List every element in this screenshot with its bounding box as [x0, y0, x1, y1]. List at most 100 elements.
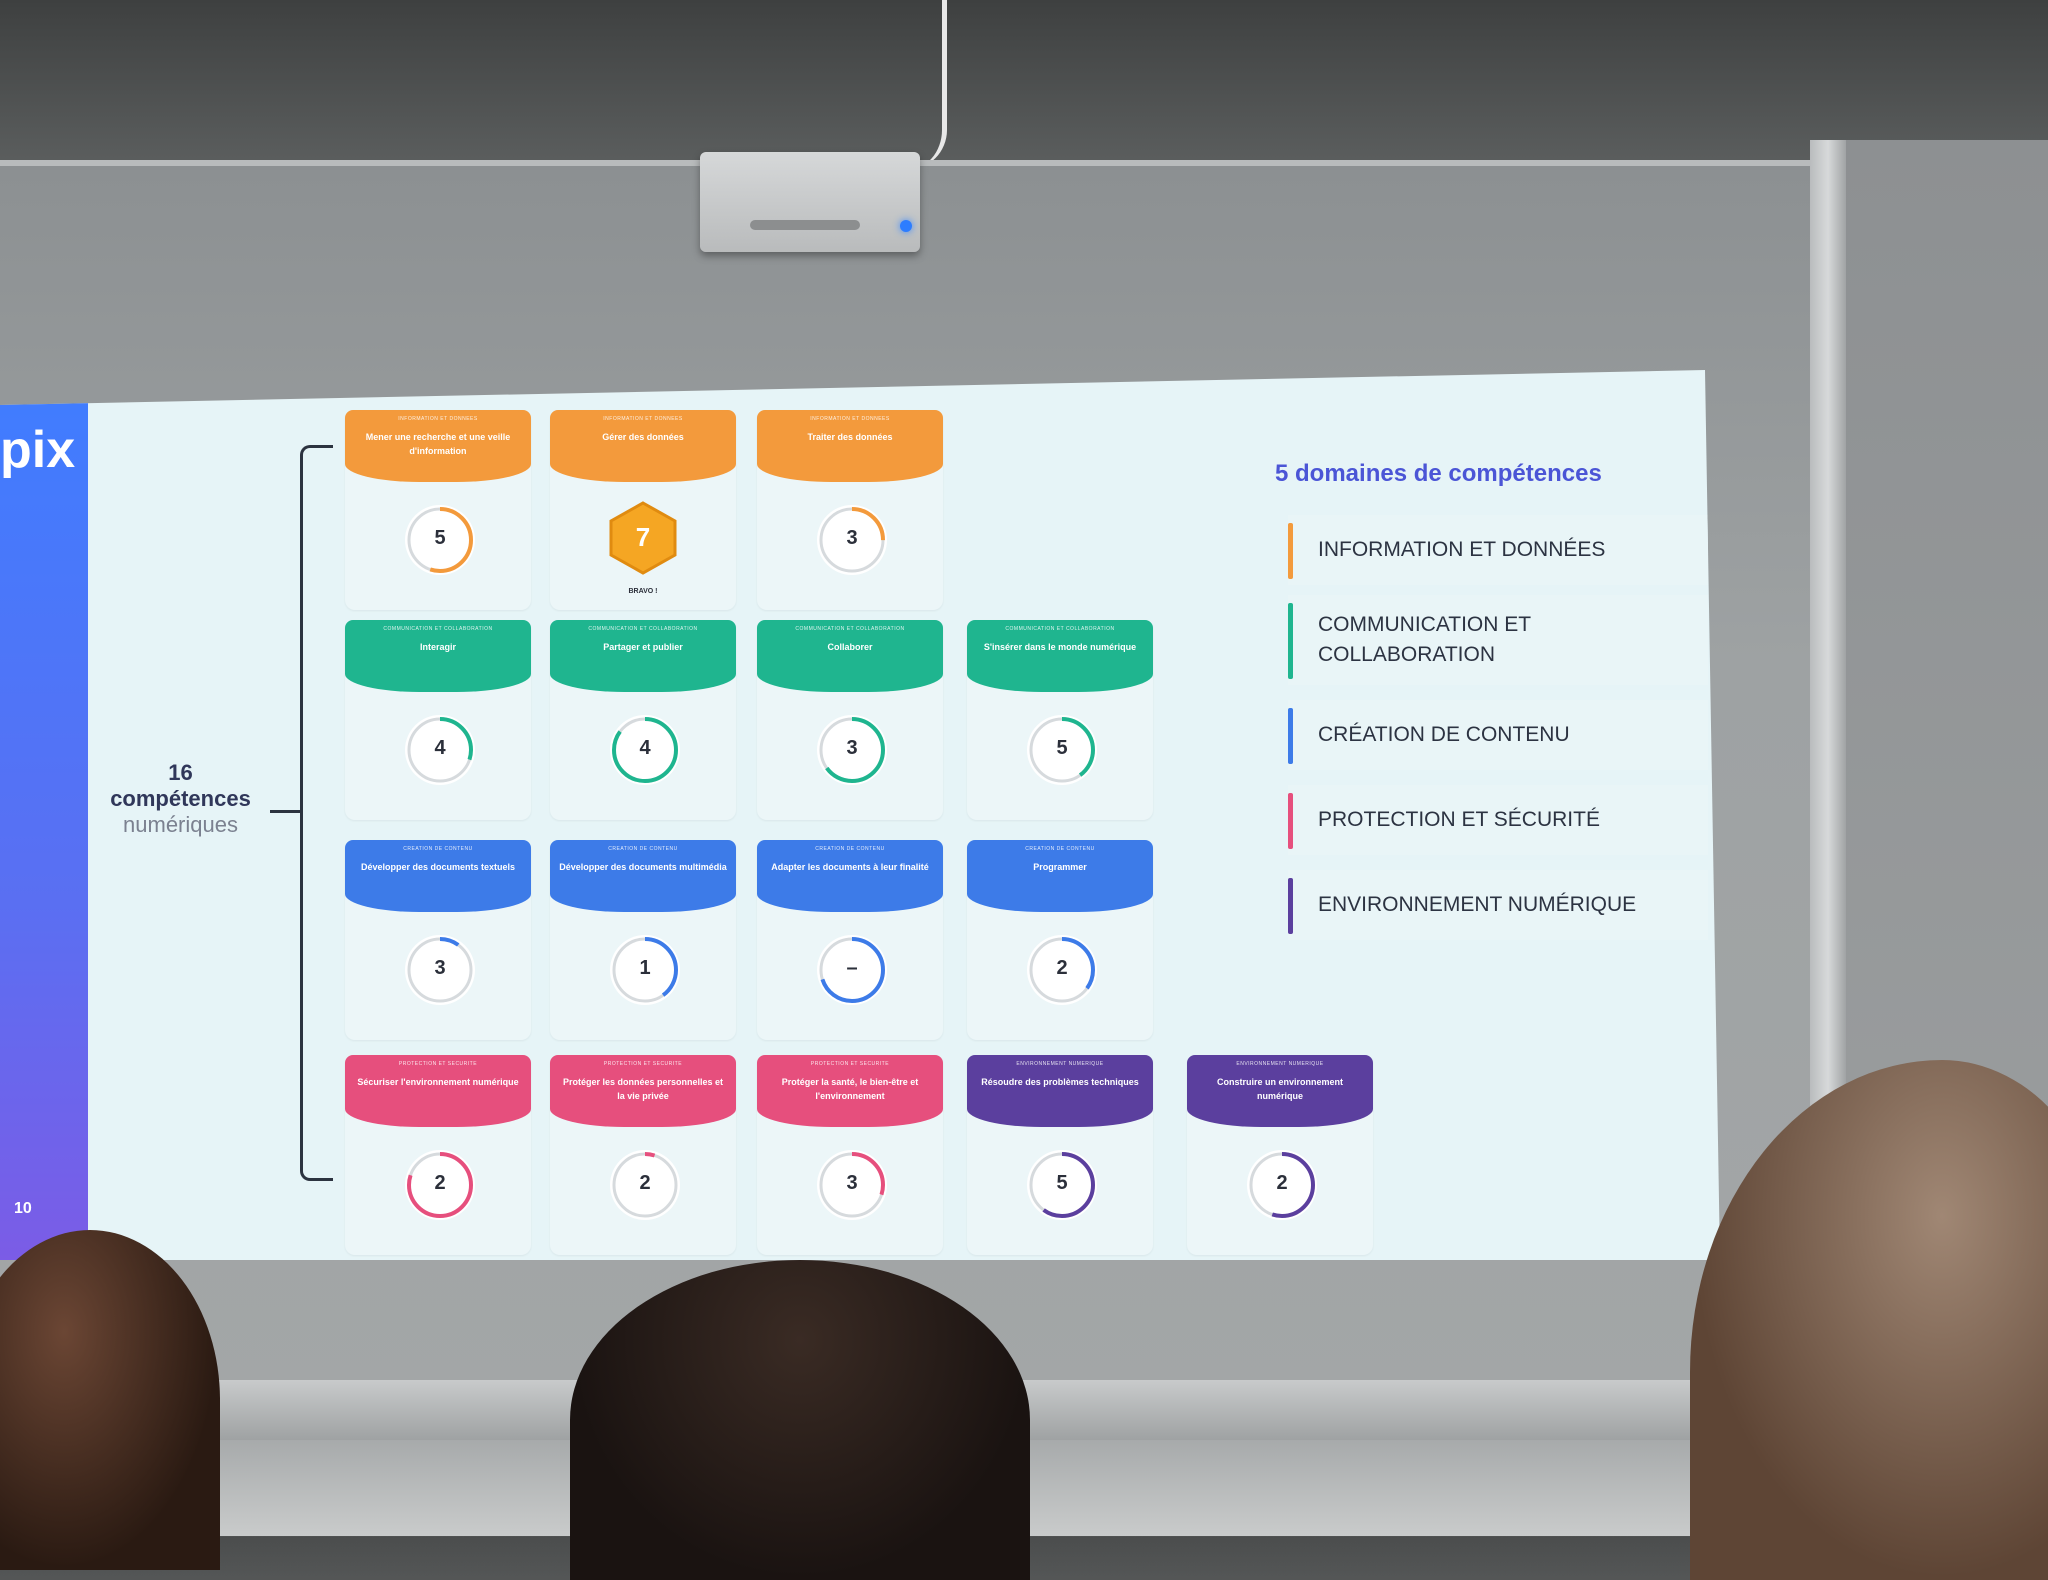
competence-title: Partager et publier [603, 642, 683, 652]
legend-item: COMMUNICATION ET COLLABORATION [1288, 595, 1708, 685]
competence-level: 2 [1056, 957, 1068, 979]
competence-card[interactable]: CRÉATION DE CONTENU Développer des docume… [345, 840, 531, 1040]
competence-card[interactable]: COMMUNICATION ET COLLABORATION Partager e… [550, 620, 736, 820]
level-progress-ring: 4 [610, 715, 680, 785]
legend-label: COMMUNICATION ET COLLABORATION [1318, 613, 1531, 666]
competence-domain-label: PROTECTION ET SÉCURITÉ [398, 1061, 478, 1067]
competence-card-header: INFORMATION ET DONNÉES Mener une recherch… [345, 410, 531, 482]
competence-domain-label: PROTECTION ET SÉCURITÉ [810, 1061, 890, 1067]
competence-card[interactable]: PROTECTION ET SÉCURITÉ Sécuriser l'enviro… [345, 1055, 531, 1255]
competence-card-header: COMMUNICATION ET COLLABORATION Interagir [345, 620, 531, 692]
level-progress-ring: – [817, 935, 887, 1005]
competence-domain-label: INFORMATION ET DONNÉES [603, 416, 683, 422]
competence-level: 3 [846, 1172, 858, 1194]
audience-head-center [570, 1260, 1030, 1580]
competence-level: 2 [1276, 1172, 1288, 1194]
legend-color-bar [1288, 523, 1293, 579]
audience-head-left [0, 1230, 220, 1570]
competence-title: Développer des documents multimédia [559, 862, 727, 872]
legend-label: ENVIRONNEMENT NUMÉRIQUE [1318, 893, 1637, 916]
competences-word: compétences [110, 786, 251, 811]
competence-domain-label: ENVIRONNEMENT NUMÉRIQUE [1016, 1061, 1104, 1067]
competence-domain-label: CRÉATION DE CONTENU [1025, 846, 1095, 852]
projected-slide: pix 10 16 compétences numériques INFORMA… [0, 370, 1720, 1260]
level-progress-ring: 5 [405, 505, 475, 575]
competence-card-header: PROTECTION ET SÉCURITÉ Sécuriser l'enviro… [345, 1055, 531, 1127]
level-progress-ring: 1 [610, 935, 680, 1005]
grouping-brace-tip [270, 810, 302, 813]
competence-card[interactable]: INFORMATION ET DONNÉES Traiter des donnée… [757, 410, 943, 610]
legend-item: PROTECTION ET SÉCURITÉ [1288, 785, 1708, 855]
competence-level: 7 [635, 522, 651, 552]
legend-label: PROTECTION ET SÉCURITÉ [1318, 808, 1600, 831]
page-number: 10 [14, 1200, 32, 1217]
competence-card-header: INFORMATION ET DONNÉES Traiter des donnée… [757, 410, 943, 482]
competence-domain-label: COMMUNICATION ET COLLABORATION [383, 626, 493, 632]
competence-level: 1 [639, 957, 651, 979]
level-progress-ring: 4 [405, 715, 475, 785]
legend-color-bar [1288, 878, 1293, 934]
competence-title: Développer des documents textuels [360, 862, 516, 872]
competence-level: 2 [434, 1172, 446, 1194]
level-progress-ring: 5 [1027, 1150, 1097, 1220]
competence-title: Collaborer [827, 642, 873, 652]
competence-domain-label: INFORMATION ET DONNÉES [810, 416, 890, 422]
competence-card-header: COMMUNICATION ET COLLABORATION Collaborer [757, 620, 943, 692]
competence-card[interactable]: INFORMATION ET DONNÉES Gérer des données 7… [550, 410, 736, 610]
competence-card-header: INFORMATION ET DONNÉES Gérer des données [550, 410, 736, 482]
competence-card-header: COMMUNICATION ET COLLABORATION Partager e… [550, 620, 736, 692]
competence-card[interactable]: INFORMATION ET DONNÉES Mener une recherch… [345, 410, 531, 610]
competence-card-header: ENVIRONNEMENT NUMÉRIQUE Construire un env… [1187, 1055, 1373, 1127]
competence-domain-label: COMMUNICATION ET COLLABORATION [795, 626, 905, 632]
level-progress-ring: 3 [817, 715, 887, 785]
competence-card[interactable]: CRÉATION DE CONTENU Programmer 2 [967, 840, 1153, 1040]
competence-level: 5 [434, 527, 446, 549]
competence-card-header: CRÉATION DE CONTENU Programmer [967, 840, 1153, 912]
competence-title: Programmer [1033, 862, 1087, 872]
competence-card-header: PROTECTION ET SÉCURITÉ Protéger les donné… [550, 1055, 736, 1127]
level-progress-ring: 3 [817, 1150, 887, 1220]
competence-title: Protéger les données personnelles et la … [562, 1077, 724, 1101]
competence-domain-label: COMMUNICATION ET COLLABORATION [588, 626, 698, 632]
competence-card[interactable]: COMMUNICATION ET COLLABORATION Interagir 4 [345, 620, 531, 820]
competence-level: 4 [434, 737, 446, 759]
competence-level: – [846, 957, 858, 979]
competence-level: 4 [639, 737, 651, 759]
competence-title: Traiter des données [807, 432, 893, 442]
level-progress-ring: 3 [405, 935, 475, 1005]
level-progress-ring: 5 [1027, 715, 1097, 785]
competence-level: 2 [639, 1172, 651, 1194]
pix-logo: pix [0, 421, 76, 479]
ceiling [0, 0, 2048, 175]
competence-domain-label: PROTECTION ET SÉCURITÉ [603, 1061, 683, 1067]
competence-card-header: CRÉATION DE CONTENU Développer des docume… [345, 840, 531, 912]
competence-title: Mener une recherche et une veille d'info… [365, 432, 511, 456]
competence-card[interactable]: COMMUNICATION ET COLLABORATION Collaborer… [757, 620, 943, 820]
competence-card[interactable]: PROTECTION ET SÉCURITÉ Protéger les donné… [550, 1055, 736, 1255]
competence-card[interactable]: ENVIRONNEMENT NUMÉRIQUE Construire un env… [1187, 1055, 1373, 1255]
competences-total: 16 compétences numériques [88, 760, 273, 838]
legend-title: 5 domaines de compétences [1275, 460, 1602, 487]
projector-device [700, 152, 920, 252]
competence-domain-label: CRÉATION DE CONTENU [403, 846, 473, 852]
competence-domain-label: ENVIRONNEMENT NUMÉRIQUE [1236, 1061, 1324, 1067]
competences-count: 16 [168, 760, 193, 785]
competence-title: Interagir [419, 642, 456, 652]
competence-level: 3 [434, 957, 446, 979]
competence-title: Gérer des données [602, 432, 684, 442]
bravo-label: BRAVO ! [628, 588, 658, 595]
competence-title: S'insérer dans le monde numérique [983, 642, 1137, 652]
competence-domain-label: INFORMATION ET DONNÉES [398, 416, 478, 422]
competence-title: Sécuriser l'environnement numérique [357, 1077, 519, 1087]
competence-title: Construire un environnement numérique [1216, 1077, 1343, 1101]
legend-item: CRÉATION DE CONTENU [1288, 700, 1708, 770]
competence-domain-label: CRÉATION DE CONTENU [815, 846, 885, 852]
